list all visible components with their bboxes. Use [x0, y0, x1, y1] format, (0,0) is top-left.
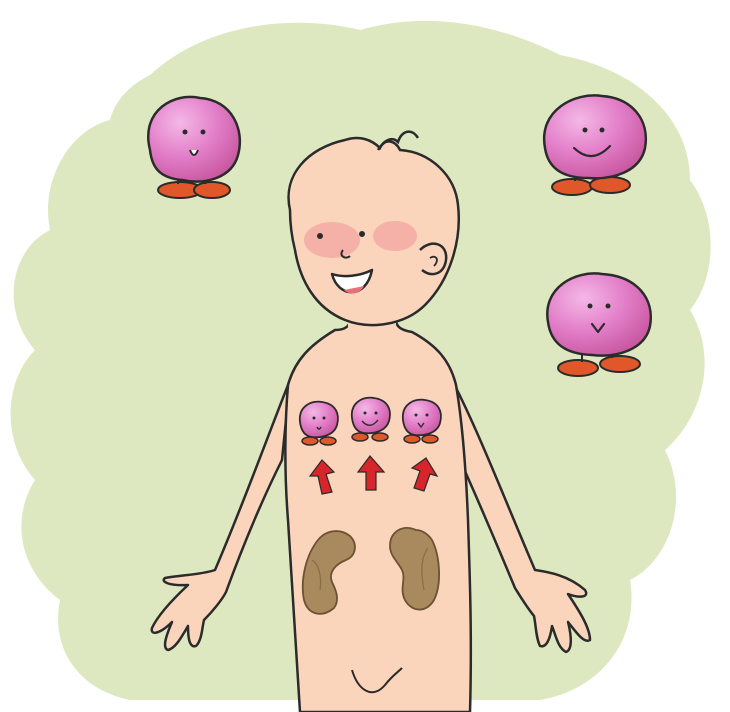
- cell-mouth-surprised: [190, 150, 198, 155]
- shoe-right: [600, 356, 640, 372]
- shoe-right: [194, 182, 230, 198]
- cell-eye: [600, 128, 605, 133]
- cell-eye: [183, 130, 188, 135]
- eye-right: [359, 231, 365, 237]
- cell-eye: [201, 130, 206, 135]
- ear: [420, 244, 446, 274]
- cell-eye: [588, 304, 593, 309]
- shoe-left: [558, 360, 598, 376]
- cell-body: [544, 95, 646, 178]
- cheek-right: [373, 221, 417, 251]
- eye-left: [317, 233, 323, 239]
- cheek-left: [304, 222, 360, 258]
- cell-eye: [606, 304, 611, 309]
- torso: [285, 320, 470, 712]
- cell-body: [547, 273, 651, 355]
- cell-body: [148, 97, 240, 182]
- shoe-left: [552, 179, 592, 195]
- cell-eye: [583, 128, 588, 133]
